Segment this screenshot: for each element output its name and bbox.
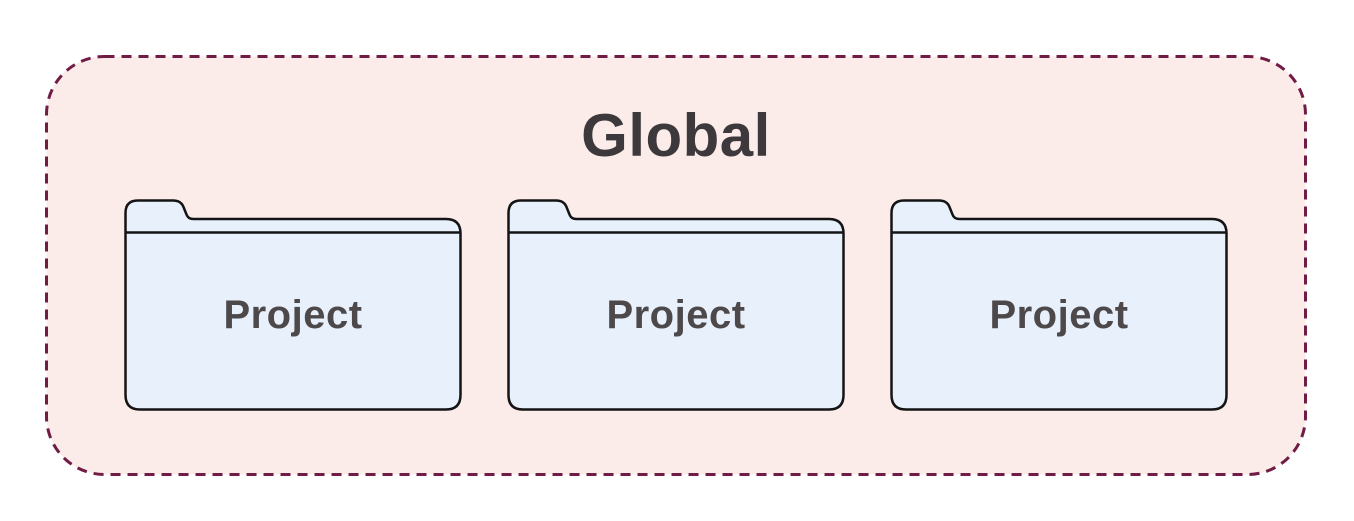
project-folder: Project xyxy=(889,198,1229,412)
global-group: Global Project Project xyxy=(45,55,1307,476)
project-folder-label: Project xyxy=(606,293,746,337)
folder-icon xyxy=(124,199,462,411)
project-folder-label: Project xyxy=(989,293,1129,337)
project-folder: Project xyxy=(506,198,846,412)
folder-icon xyxy=(890,199,1228,411)
folder-icon xyxy=(507,199,845,411)
global-group-label: Global xyxy=(581,102,771,169)
project-folder-label: Project xyxy=(223,293,363,337)
project-folder: Project xyxy=(123,198,463,412)
folders-row: Project Project Project xyxy=(45,198,1307,412)
